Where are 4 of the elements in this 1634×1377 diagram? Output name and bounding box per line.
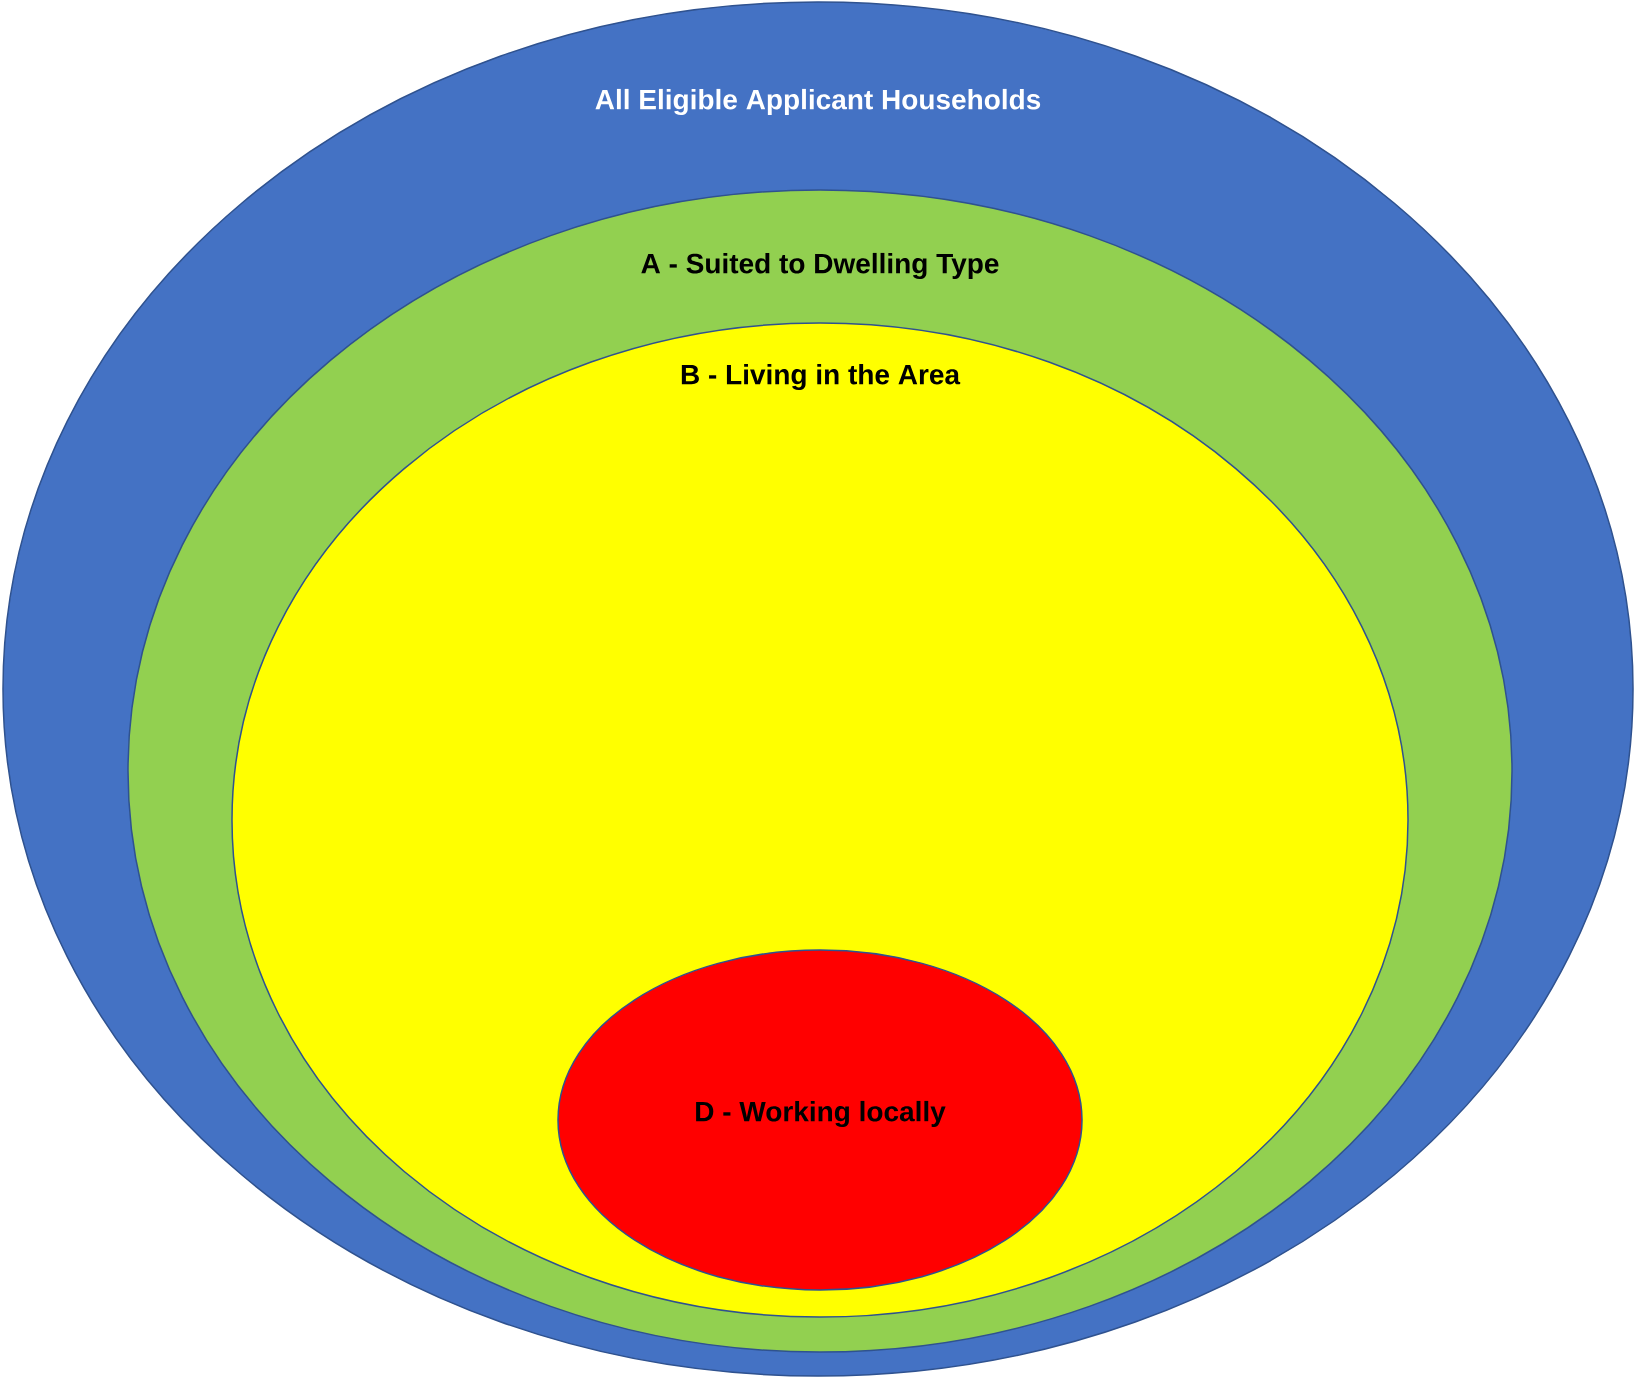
ellipse-label: D - Working locally — [696, 1100, 946, 1128]
ellipse-label: All Eligible Applicant Households — [595, 88, 1041, 116]
ellipse-label: B - Living in the Area — [681, 363, 961, 391]
ellipse-label: A - Suited to Dwelling Type — [641, 252, 999, 280]
